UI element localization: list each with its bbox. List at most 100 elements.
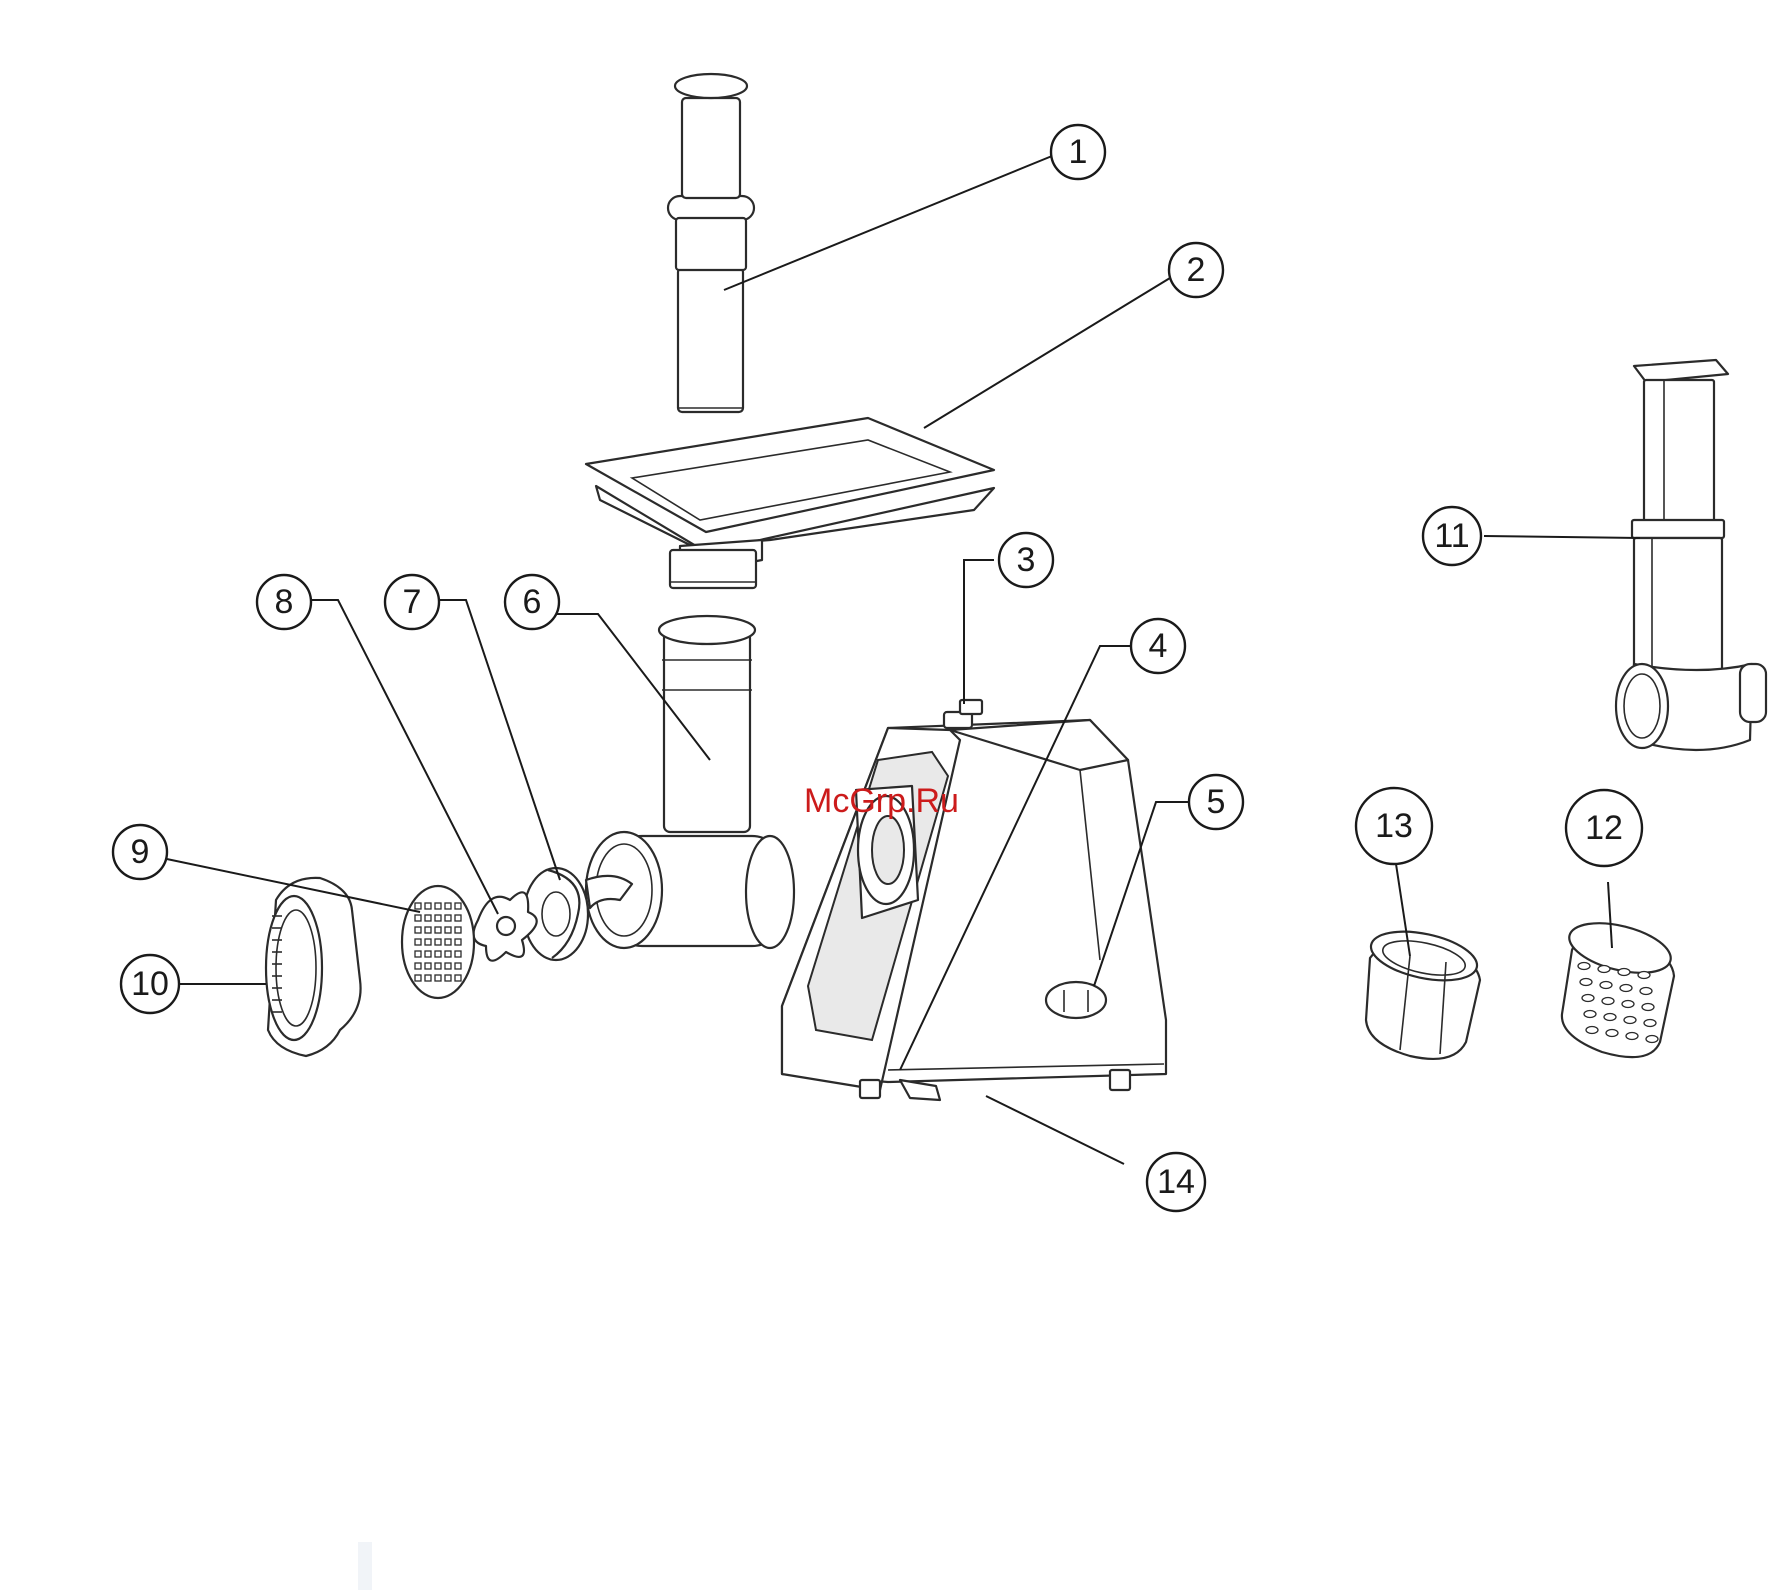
- callout-label: 3: [1017, 541, 1036, 579]
- plate-hole: [425, 939, 431, 945]
- leader-2: [924, 278, 1170, 428]
- plate-hole: [425, 975, 431, 981]
- plate-hole: [445, 939, 451, 945]
- plate-hole: [415, 915, 421, 921]
- callout-9: 9: [113, 825, 167, 879]
- plate-hole: [445, 927, 451, 933]
- callout-label: 13: [1375, 807, 1413, 845]
- leader-11: [1484, 536, 1640, 538]
- callout-10: 10: [121, 955, 179, 1013]
- leader-8: [310, 600, 498, 914]
- plate-hole: [445, 951, 451, 957]
- grater-hole: [1604, 1014, 1616, 1021]
- callout-label: 1: [1069, 133, 1088, 171]
- plate-hole: [435, 963, 441, 969]
- grater-hole: [1644, 1020, 1656, 1027]
- callout-label: 14: [1157, 1163, 1195, 1201]
- callout-7: 7: [385, 575, 439, 629]
- callout-13: 13: [1356, 788, 1432, 864]
- callout-6: 6: [505, 575, 559, 629]
- watermark-text: McGrp.Ru: [804, 782, 959, 820]
- callout-label: 6: [523, 583, 542, 621]
- callout-label: 7: [403, 583, 422, 621]
- callout-label: 12: [1585, 809, 1623, 847]
- callout-label: 10: [131, 965, 169, 1003]
- callout-label: 11: [1434, 517, 1469, 555]
- grater-hole: [1602, 998, 1614, 1005]
- grater-hole: [1578, 963, 1590, 970]
- grater-hole: [1618, 969, 1630, 976]
- leader-14: [986, 1096, 1124, 1164]
- plate-hole: [455, 939, 461, 945]
- plate-hole: [415, 975, 421, 981]
- slicer-drum-icon: [1366, 923, 1481, 1059]
- leader-7: [438, 600, 560, 880]
- plate-hole: [415, 927, 421, 933]
- leader-3: [964, 560, 994, 704]
- edge-artifact: [358, 1542, 372, 1590]
- leader-1: [724, 156, 1052, 290]
- grater-hole: [1638, 972, 1650, 979]
- plate-hole: [425, 903, 431, 909]
- grater-hole: [1620, 985, 1632, 992]
- plate-hole: [455, 915, 461, 921]
- plate-hole: [455, 951, 461, 957]
- grater-hole: [1600, 982, 1612, 989]
- plate-hole: [415, 903, 421, 909]
- grater-hole: [1580, 979, 1592, 986]
- plate-hole: [435, 951, 441, 957]
- plate-hole: [415, 951, 421, 957]
- plate-hole: [435, 915, 441, 921]
- callout-label: 2: [1187, 251, 1206, 289]
- callout-12: 12: [1566, 790, 1642, 866]
- plate-hole: [425, 927, 431, 933]
- plate-hole: [455, 963, 461, 969]
- grater-hole: [1640, 988, 1652, 995]
- callout-1: 1: [1051, 125, 1105, 179]
- grater-drum-icon: [1562, 914, 1676, 1057]
- plate-hole: [445, 963, 451, 969]
- plate-hole: [435, 939, 441, 945]
- grater-hole: [1582, 995, 1594, 1002]
- motor-body-icon: [782, 700, 1166, 1100]
- plate-hole: [455, 975, 461, 981]
- callout-label: 5: [1207, 783, 1226, 821]
- grater-hole: [1586, 1027, 1598, 1034]
- plate-hole: [435, 927, 441, 933]
- callout-14: 14: [1147, 1153, 1205, 1211]
- cutting-knife-icon: [474, 892, 537, 960]
- callout-label: 9: [131, 833, 150, 871]
- plate-hole: [435, 975, 441, 981]
- plate-hole: [445, 903, 451, 909]
- callout-8: 8: [257, 575, 311, 629]
- plate-hole: [415, 939, 421, 945]
- plate-hole: [415, 963, 421, 969]
- grater-hole: [1598, 966, 1610, 973]
- callout-label: 8: [275, 583, 294, 621]
- grater-hole: [1624, 1017, 1636, 1024]
- plate-hole: [425, 951, 431, 957]
- callout-4: 4: [1131, 619, 1185, 673]
- grater-hole: [1642, 1004, 1654, 1011]
- grater-hole: [1606, 1030, 1618, 1037]
- feeding-tray-icon: [586, 418, 994, 588]
- callout-2: 2: [1169, 243, 1223, 297]
- grater-hole: [1626, 1033, 1638, 1040]
- grater-hole: [1584, 1011, 1596, 1018]
- plate-hole: [455, 927, 461, 933]
- plate-hole: [425, 915, 431, 921]
- callout-3: 3: [999, 533, 1053, 587]
- grater-hole: [1646, 1036, 1658, 1043]
- mincing-plate-icon: [402, 886, 474, 998]
- plate-hole: [425, 963, 431, 969]
- callout-11: 11: [1423, 507, 1481, 565]
- callout-5: 5: [1189, 775, 1243, 829]
- food-pusher-icon: [668, 74, 754, 412]
- plate-hole: [445, 915, 451, 921]
- locking-ring-icon: [266, 878, 361, 1056]
- callout-label: 4: [1149, 627, 1168, 665]
- plate-hole: [455, 903, 461, 909]
- grater-hole: [1622, 1001, 1634, 1008]
- shredder-attachment-icon: [1616, 360, 1766, 750]
